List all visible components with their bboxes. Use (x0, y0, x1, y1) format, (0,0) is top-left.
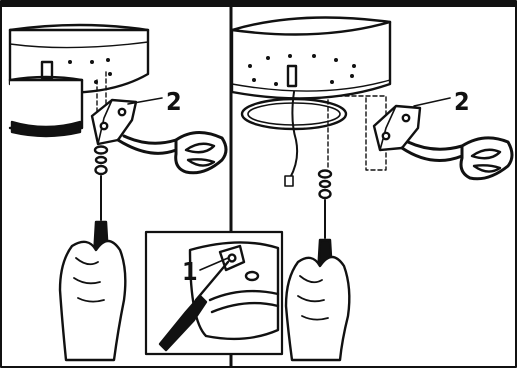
left-hand-screwdriver (60, 222, 125, 360)
callout-right-bracket: 2 (414, 87, 470, 116)
right-wire (285, 92, 297, 186)
callout-label-right: 2 (454, 87, 470, 116)
callout-label-inset: 1 (182, 257, 198, 286)
right-blade-tip (461, 138, 512, 179)
left-screw-washer-stack (95, 147, 107, 221)
right-hand-screwdriver (286, 240, 349, 360)
right-mounting-ring (242, 99, 346, 129)
right-canopy (232, 18, 390, 99)
inset-panel (146, 232, 282, 354)
left-blade-tip (176, 132, 226, 172)
left-motor-hub (10, 77, 82, 136)
right-screw-washer-stack (319, 171, 331, 239)
callout-label-left: 2 (166, 87, 182, 116)
